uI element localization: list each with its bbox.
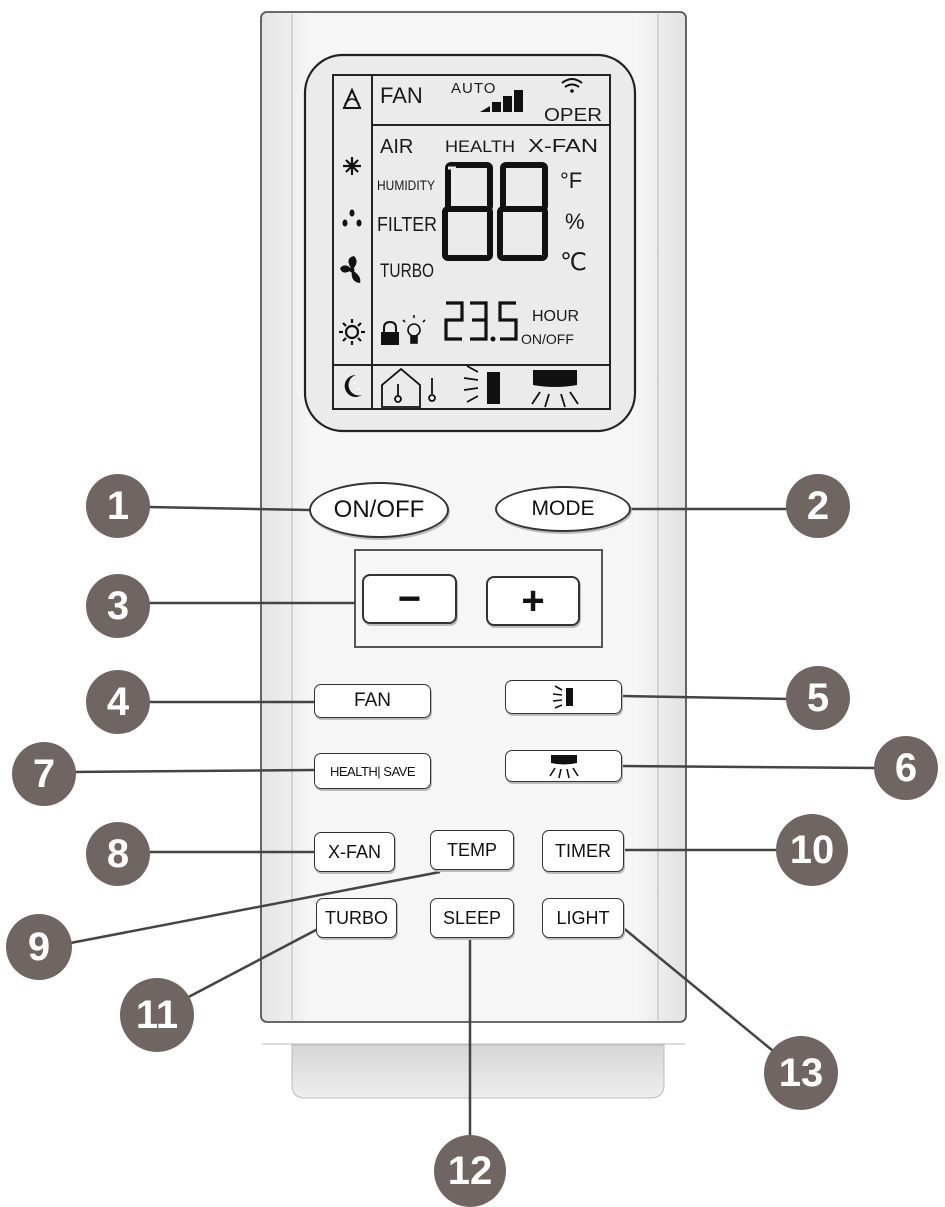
temp-button[interactable]: TEMP [430,830,514,870]
swing-vertical-icon [548,755,579,779]
light-button[interactable]: LIGHT [542,898,624,938]
x-fan-button[interactable]: X-FAN [314,832,395,872]
temp-adjust-frame [354,549,603,648]
callout-5: 5 [786,666,850,730]
on-off-button[interactable]: ON/OFF [309,482,449,538]
lcd-turbo-label: TURBO [380,261,434,282]
callout-2: 2 [786,474,850,538]
wifi-icon [561,78,583,93]
lcd-humidity-label: HUMIDITY [377,177,436,193]
swing-horizontal-icon [463,365,500,404]
big-digit-display [442,162,548,261]
temp-minus-button[interactable]: − [362,574,457,624]
callout-4: 4 [86,670,150,734]
leader-lines [59,505,879,1135]
swing-vertical-icon [531,370,579,408]
heat-mode-icon [339,319,365,345]
fan-button[interactable]: FAN [314,684,431,718]
callout-12: 12 [434,1135,506,1207]
callout-13: 13 [764,1036,838,1110]
lcd-onoff-label: ON/OFF [521,331,574,347]
turbo-button[interactable]: TURBO [316,898,397,938]
sleep-mode-icon [344,374,362,397]
small-digit-display [444,301,518,341]
lcd-xfan-label: X-FAN [528,136,598,156]
callout-10: 10 [776,814,848,886]
callout-8: 8 [86,822,150,886]
lcd-filter-label: FILTER [377,214,437,236]
lcd-air-label: AIR [380,136,413,158]
callout-9: 9 [6,914,72,980]
fan-speed-bars-icon [480,90,523,112]
swing-horizontal-button[interactable] [505,680,622,714]
lock-icon [381,320,399,345]
mode-button[interactable]: MODE [495,486,631,532]
remote-bottom-bevel [291,1044,665,1099]
cool-mode-icon [343,157,361,175]
swing-horizontal-icon [552,685,573,709]
lcd-celsius-label: ℃ [560,249,587,276]
dry-mode-icon [342,209,362,227]
lcd-percent-label: % [565,209,585,234]
auto-mode-icon [342,87,362,109]
lcd-oper-label: OPER [544,105,602,125]
temp-plus-button[interactable]: + [486,576,580,626]
callout-1: 1 [86,474,150,538]
health-save-button[interactable]: HEALTH| SAVE [314,753,431,789]
lcd-fahrenheit-label: °F [560,168,582,193]
sleep-button[interactable]: SLEEP [430,898,514,938]
fan-mode-icon [340,256,361,283]
lcd-auto-label: AUTO [451,80,496,97]
callout-3: 3 [86,574,150,638]
lcd-hour-label: HOUR [532,308,579,325]
lcd-fan-label: FAN [380,83,423,108]
callout-11: 11 [120,978,194,1052]
lcd-health-label: HEALTH [445,137,515,156]
bulb-icon [402,315,426,344]
house-temp-icon [381,367,436,408]
callout-7: 7 [12,742,76,806]
swing-vertical-button[interactable] [505,750,622,782]
callout-6: 6 [874,736,938,800]
timer-button[interactable]: TIMER [542,830,624,872]
